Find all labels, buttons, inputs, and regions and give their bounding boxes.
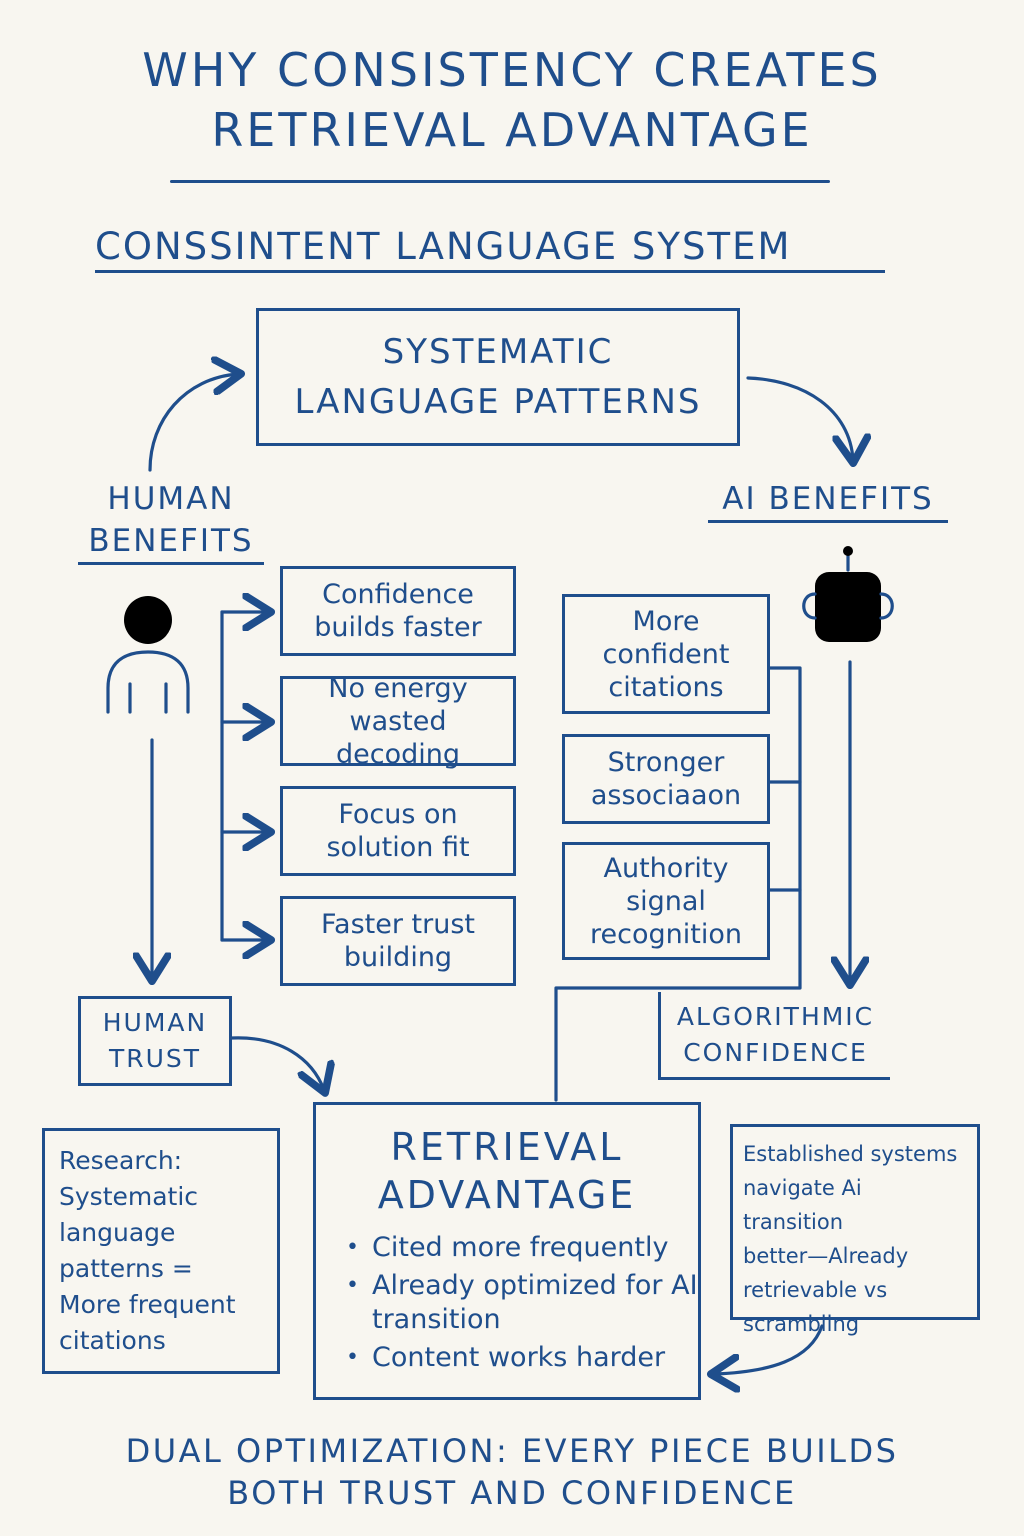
retrieval-title-line-2: ADVANTAGE: [377, 1173, 637, 1217]
research-line-1: Research:: [59, 1146, 183, 1175]
ai-card-3-line-3: recognition: [590, 918, 742, 950]
human-card-2-line-2: wasted decoding: [335, 705, 460, 770]
ai-card-2-line-2: associaaon: [590, 780, 742, 811]
title-underline: [170, 180, 830, 183]
research-line-3: language: [59, 1218, 176, 1247]
retrieval-bullet: Already optimized for AI transition: [346, 1269, 698, 1337]
section-underline: [95, 270, 885, 273]
algorithmic-confidence-box: ALGORITHMIC CONFIDENCE: [658, 992, 890, 1080]
established-line-4: retrievable vs: [743, 1278, 888, 1302]
systematic-language-patterns-box: SYSTEMATIC LANGUAGE PATTERNS: [256, 308, 740, 446]
arrow-patterns-to-ai: [746, 376, 853, 460]
ai-benefits-label: AI BENEFITS: [708, 478, 948, 523]
arrow-human-to-patterns: [148, 374, 238, 472]
research-line-5: More frequent: [59, 1290, 236, 1319]
ai-card-bracket: [554, 666, 802, 1102]
established-systems-note: Established systems navigate Ai transiti…: [730, 1124, 980, 1336]
ai-card-3-line-2: signal: [626, 885, 706, 917]
human-trust-line-2: TRUST: [108, 1044, 202, 1073]
robot-icon: [802, 546, 894, 642]
ai-card-3-line-1: Authority: [603, 852, 729, 884]
research-line-6: citations: [59, 1326, 166, 1355]
footer-line-1: DUAL OPTIMIZATION: EVERY PIECE BUILDS: [125, 1432, 899, 1470]
human-benefits-line-1: HUMAN: [107, 481, 235, 517]
arrow-trust-to-retrieval: [230, 1036, 324, 1090]
page-title: WHY CONSISTENCY CREATES RETRIEVAL ADVANT…: [40, 40, 984, 160]
retrieval-bullet: Content works harder: [346, 1341, 698, 1375]
retrieval-title: RETRIEVAL ADVANTAGE: [316, 1123, 698, 1219]
footer-caption: DUAL OPTIMIZATION: EVERY PIECE BUILDS BO…: [40, 1430, 984, 1514]
algorithmic-confidence-line-1: ALGORITHMIC: [676, 1001, 875, 1031]
ai-benefits-heading: AI BENEFITS: [708, 478, 948, 523]
research-line-2: Systematic: [59, 1182, 199, 1211]
retrieval-title-line-1: RETRIEVAL: [390, 1125, 624, 1169]
human-benefits-line-2: BENEFITS: [78, 520, 264, 565]
person-icon: [106, 596, 190, 714]
algorithmic-confidence-line-2: CONFIDENCE: [683, 1037, 868, 1067]
human-card-2-line-1: No energy: [328, 672, 468, 704]
research-line-4: patterns =: [59, 1254, 193, 1283]
ai-card-1-line-1: More: [632, 605, 700, 637]
human-card-4-line-1: Faster trust: [321, 909, 475, 940]
ai-card-1-line-3: citations: [608, 671, 724, 703]
human-card-3-line-1: Focus on: [338, 799, 458, 830]
human-trust-line-1: HUMAN: [102, 1008, 208, 1037]
footer-line-2: BOTH TRUST AND CONFIDENCE: [227, 1474, 797, 1512]
title-line-1: WHY CONSISTENCY CREATES: [142, 43, 882, 97]
center-box-line-1: SYSTEMATIC: [382, 332, 614, 372]
human-benefits-heading: HUMAN BENEFITS: [78, 478, 264, 565]
retrieval-bullets: Cited more frequently Already optimized …: [316, 1231, 698, 1375]
ai-card-1-line-2: confident: [602, 638, 730, 670]
human-card-4-line-2: building: [343, 942, 453, 973]
retrieval-advantage-box: RETRIEVAL ADVANTAGE Cited more frequentl…: [313, 1102, 701, 1400]
human-card-1-line-2: builds faster: [314, 612, 482, 643]
human-trust-box: HUMAN TRUST: [78, 996, 232, 1086]
human-card-1-line-1: Confidence: [322, 579, 474, 610]
research-note: Research: Systematic language patterns =…: [42, 1128, 280, 1374]
established-line-5: scrambling: [743, 1312, 860, 1336]
ai-card-2-line-1: Stronger: [607, 747, 725, 778]
human-card-3-line-2: solution fit: [326, 832, 470, 863]
arrow-note-to-retrieval: [714, 1324, 824, 1374]
established-line-3: better—Already: [743, 1244, 909, 1268]
established-line-1: Established systems: [743, 1142, 958, 1166]
retrieval-bullet: Cited more frequently: [346, 1231, 698, 1265]
established-line-2: navigate Ai transition: [743, 1176, 862, 1234]
center-box-line-2: LANGUAGE PATTERNS: [294, 382, 702, 422]
section-heading: CONSSINTENT LANGUAGE SYSTEM: [95, 225, 792, 268]
title-line-2: RETRIEVAL ADVANTAGE: [211, 103, 813, 157]
